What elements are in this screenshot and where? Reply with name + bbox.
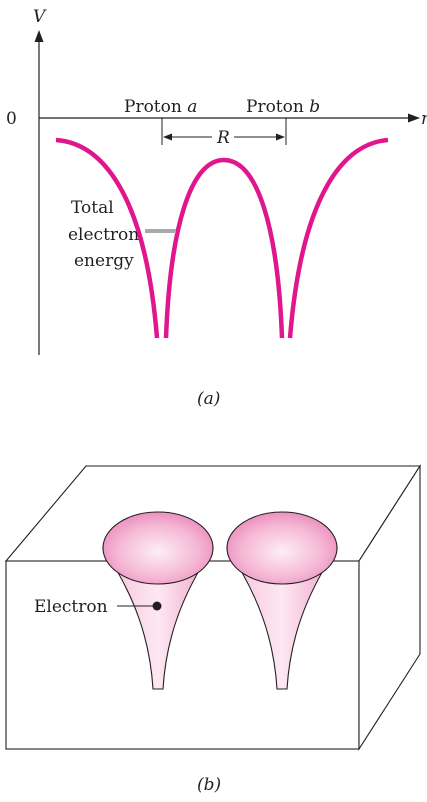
funnel-b-mouth xyxy=(227,512,337,584)
proton-b-label: Proton b xyxy=(246,97,320,117)
separation-arrowhead-right xyxy=(276,134,285,141)
panel-a: V r 0 Proton a Proton b R Total electron… xyxy=(6,7,427,409)
v-axis-label: V xyxy=(33,7,47,27)
potential-curve-center-hump xyxy=(166,160,282,338)
funnel-a-mouth xyxy=(103,512,213,584)
electron-label: Electron xyxy=(34,597,108,617)
energy-label-line1: Total xyxy=(71,198,114,218)
separation-arrowhead-left xyxy=(163,134,172,141)
proton-a-label: Proton a xyxy=(124,97,197,117)
r-axis-arrowhead xyxy=(408,114,420,123)
caption-b: (b) xyxy=(197,775,221,795)
v-axis-arrowhead xyxy=(35,30,44,42)
caption-a: (a) xyxy=(197,389,220,409)
zero-label: 0 xyxy=(6,109,17,129)
energy-label-line3: energy xyxy=(74,251,134,271)
electron-dot xyxy=(153,602,162,611)
potential-curve-right-wing xyxy=(290,140,388,338)
separation-label: R xyxy=(216,128,230,148)
energy-label-line2: electron xyxy=(68,225,139,245)
r-axis-label: r xyxy=(421,109,427,129)
